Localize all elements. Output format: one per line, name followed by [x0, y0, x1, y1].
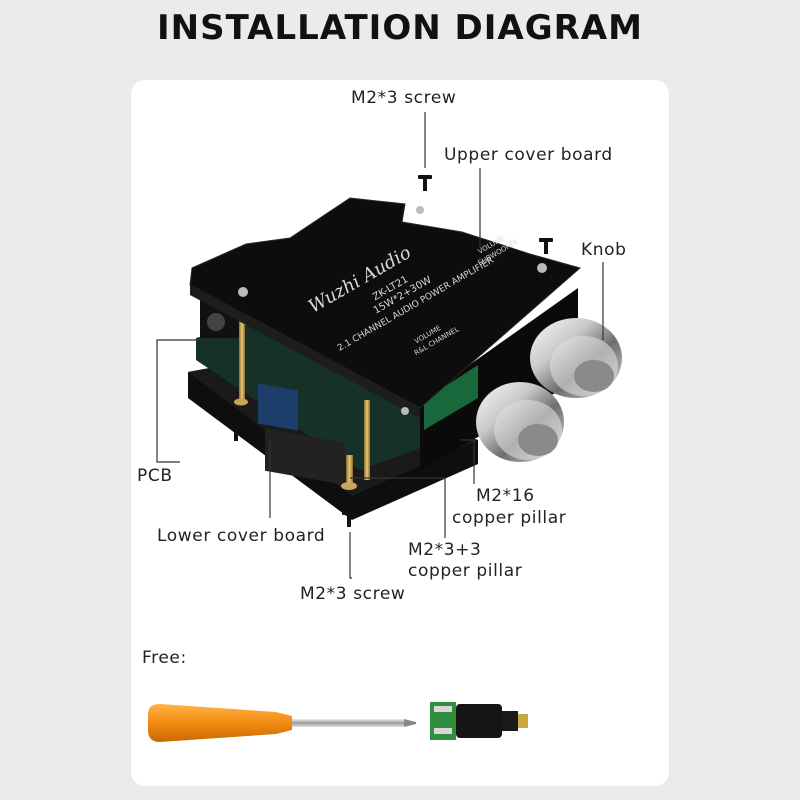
label-pillar33-line2: copper pillar	[408, 561, 523, 581]
screw-bottom-left	[229, 425, 243, 441]
screw-top	[418, 175, 432, 191]
screw-bottom	[342, 511, 356, 527]
screw-right	[539, 238, 553, 254]
leader-lines	[156, 112, 604, 579]
wifi-module	[265, 428, 345, 485]
copper-pillar-16	[239, 320, 245, 402]
dc-power-connector	[430, 702, 528, 740]
free-label: Free:	[142, 648, 187, 668]
screwdriver	[148, 704, 416, 742]
label-lower-cover-board: Lower cover board	[157, 526, 326, 546]
pcb	[196, 322, 470, 470]
side-panel	[420, 288, 578, 470]
knob	[476, 382, 564, 462]
label-bottom-screw: M2*3 screw	[300, 584, 406, 604]
copper-pillar-16	[364, 400, 370, 480]
label-pillar16-line2: copper pillar	[452, 508, 567, 528]
label-upper-cover-board: Upper cover board	[444, 145, 613, 165]
knob	[530, 318, 622, 398]
page-title: INSTALLATION DIAGRAM	[157, 8, 643, 48]
label-top-screw: M2*3 screw	[351, 88, 457, 108]
label-pillar16-line1: M2*16	[476, 486, 535, 506]
bluetooth-module	[258, 383, 298, 431]
label-pillar33-line1: M2*3+3	[408, 540, 482, 560]
label-knob: Knob	[581, 240, 627, 260]
label-pcb: PCB	[137, 466, 173, 486]
copper-pillar-3-3	[346, 455, 353, 485]
